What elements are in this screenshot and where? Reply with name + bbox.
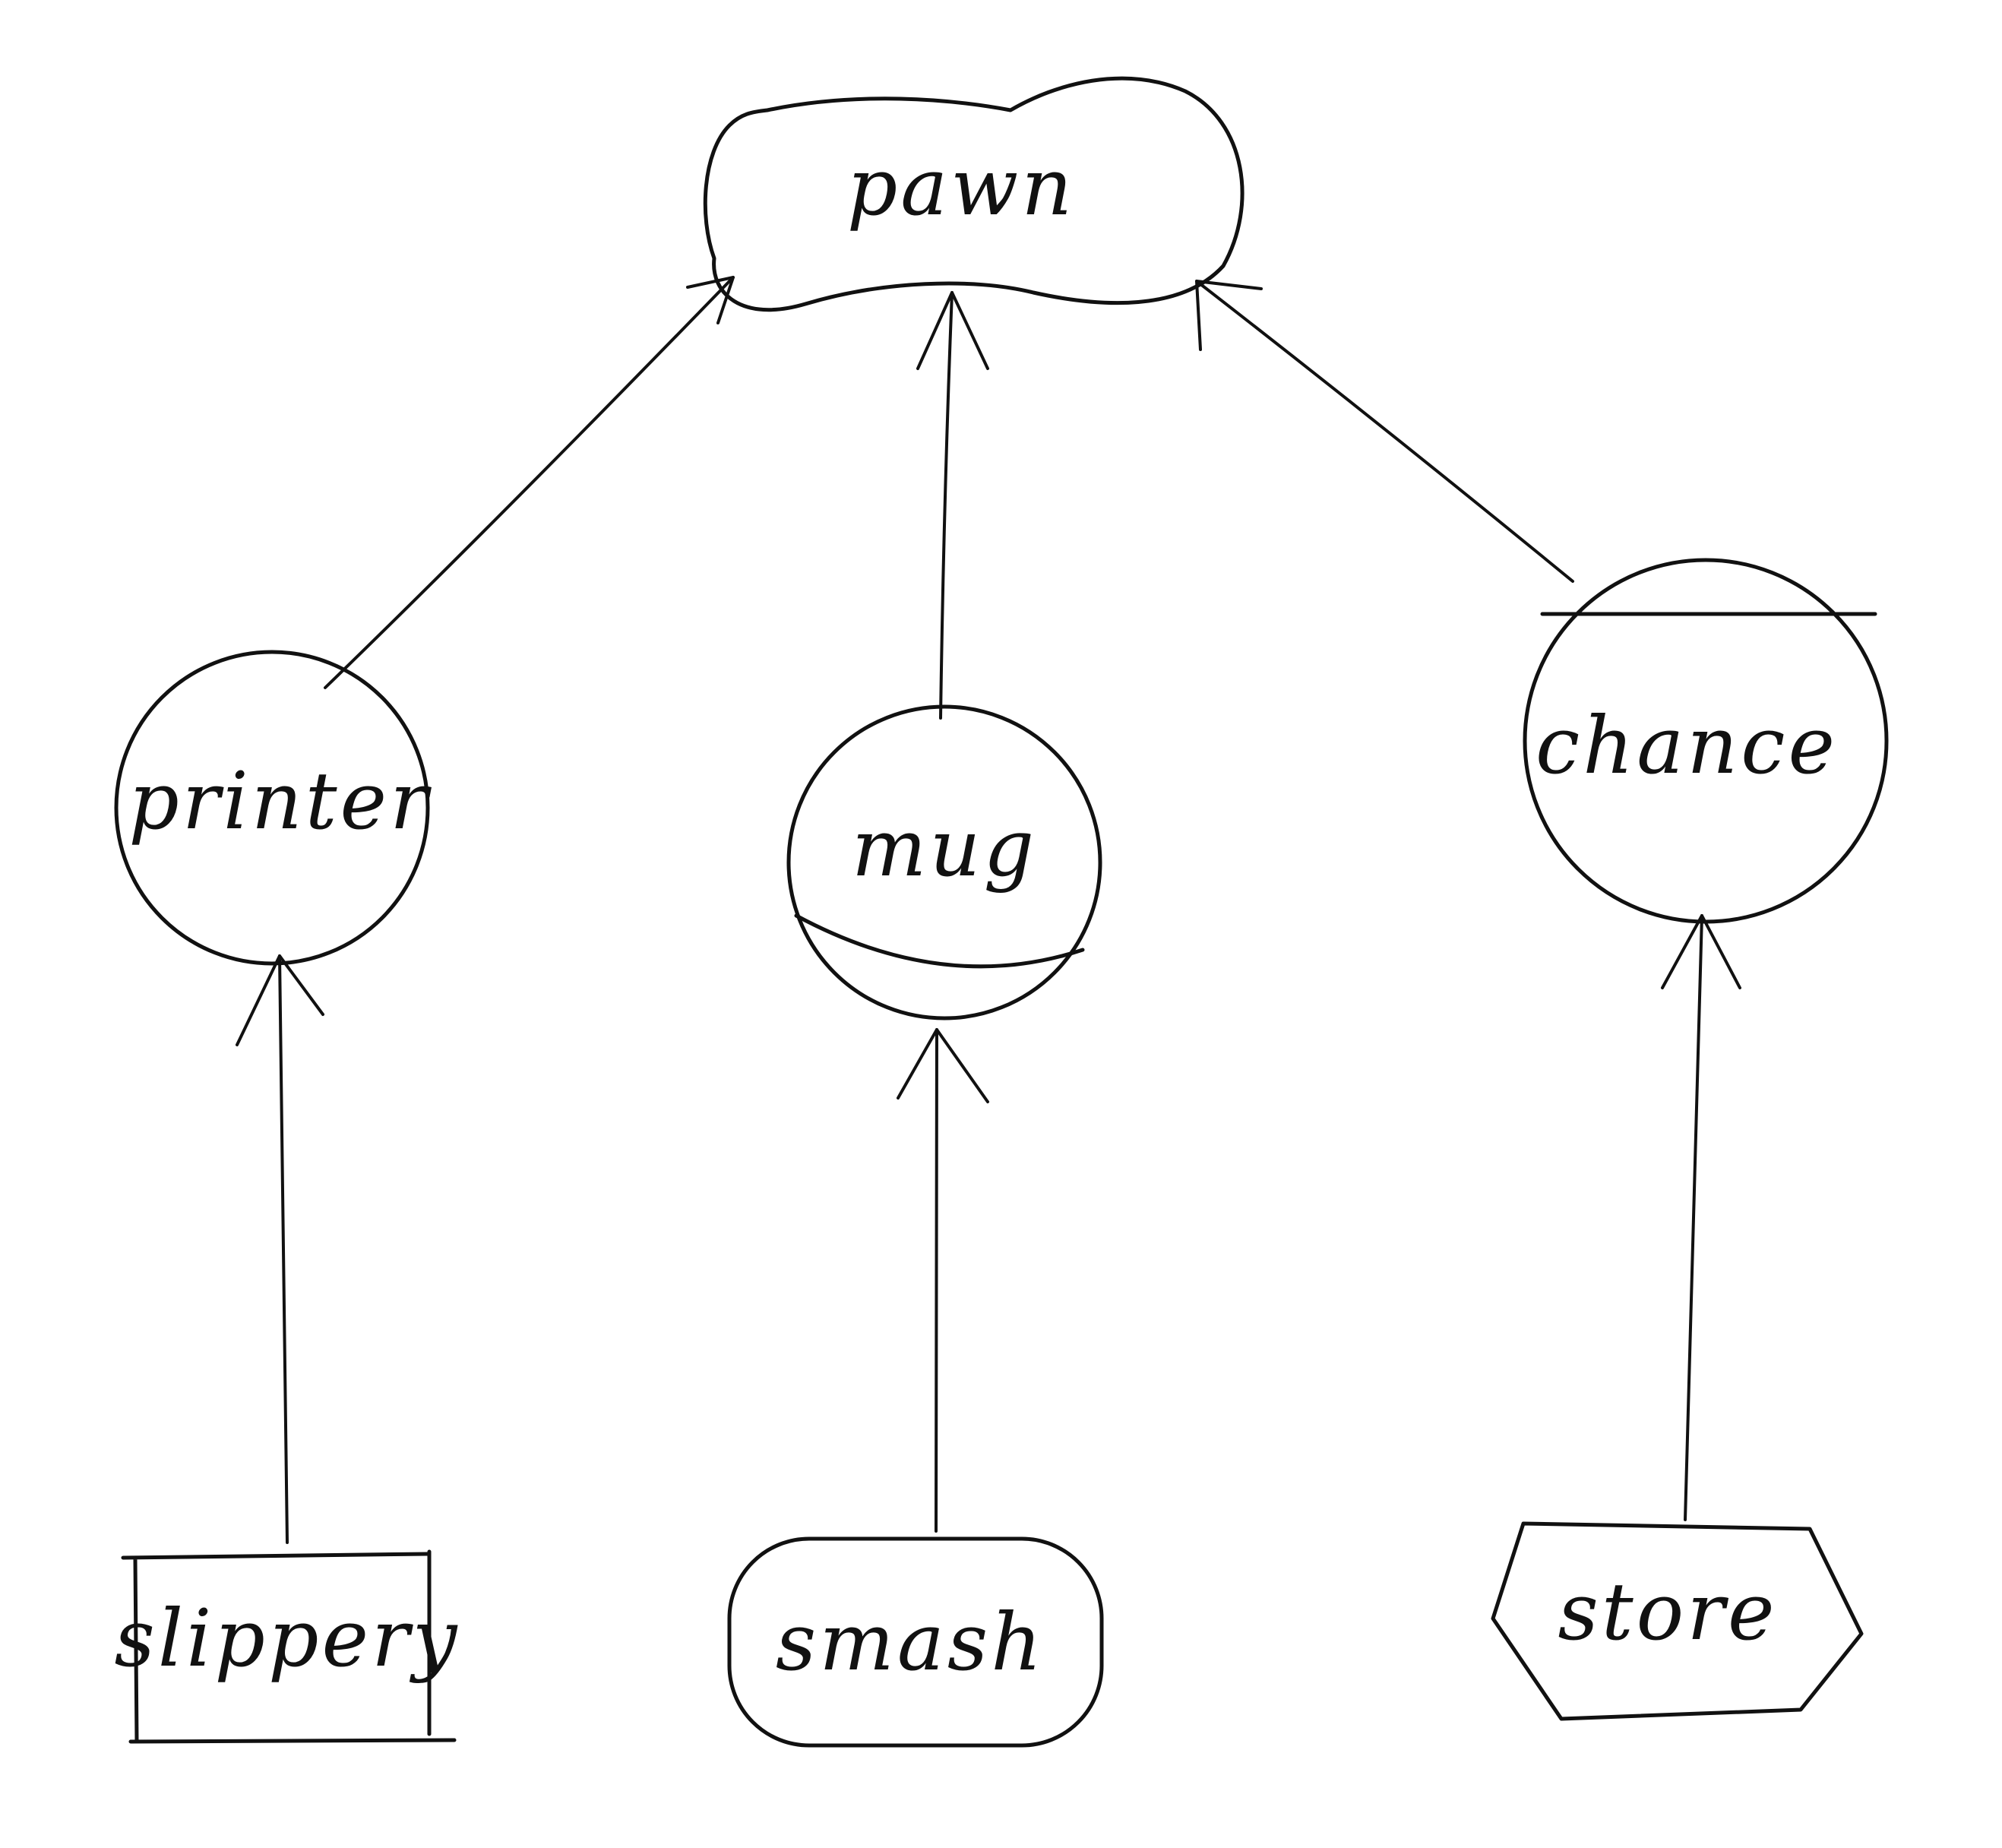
node-label: store: [1558, 1565, 1777, 1658]
node-label: printer: [128, 755, 432, 847]
hexagon-shape: [1491, 1521, 1864, 1721]
inner-arc: [794, 913, 1085, 969]
node-printer[interactable]: printer: [114, 650, 432, 966]
node-label: smash: [776, 1596, 1045, 1688]
circle-shape: [1523, 558, 1889, 924]
node-mug[interactable]: mug: [786, 704, 1102, 1021]
rectangle-shape: [121, 1549, 457, 1744]
edges: [236, 276, 1741, 1544]
node-label: mug: [852, 802, 1037, 894]
edge-printer-to-pawn: [324, 276, 735, 689]
edge-chance-to-pawn: [1195, 280, 1574, 583]
node-chance[interactable]: chance: [1523, 558, 1889, 924]
node-label: chance: [1535, 699, 1838, 792]
circle-shape: [114, 650, 430, 966]
node-label: slippery: [114, 1592, 460, 1685]
edge-smash-to-mug: [897, 1028, 989, 1533]
edge-mug-to-pawn: [916, 291, 989, 720]
node-label: pawn: [847, 141, 1076, 233]
circle-shape: [786, 704, 1102, 1021]
node-slippery[interactable]: slippery: [114, 1549, 460, 1744]
edge-slippery-to-printer: [236, 954, 324, 1544]
node-store[interactable]: store: [1491, 1521, 1864, 1721]
node-pawn[interactable]: pawn: [703, 76, 1245, 312]
node-smash[interactable]: smash: [727, 1536, 1104, 1748]
rounded-rectangle-shape: [727, 1536, 1104, 1748]
cloud-shape: [703, 76, 1245, 312]
edge-store-to-chance: [1661, 914, 1741, 1521]
